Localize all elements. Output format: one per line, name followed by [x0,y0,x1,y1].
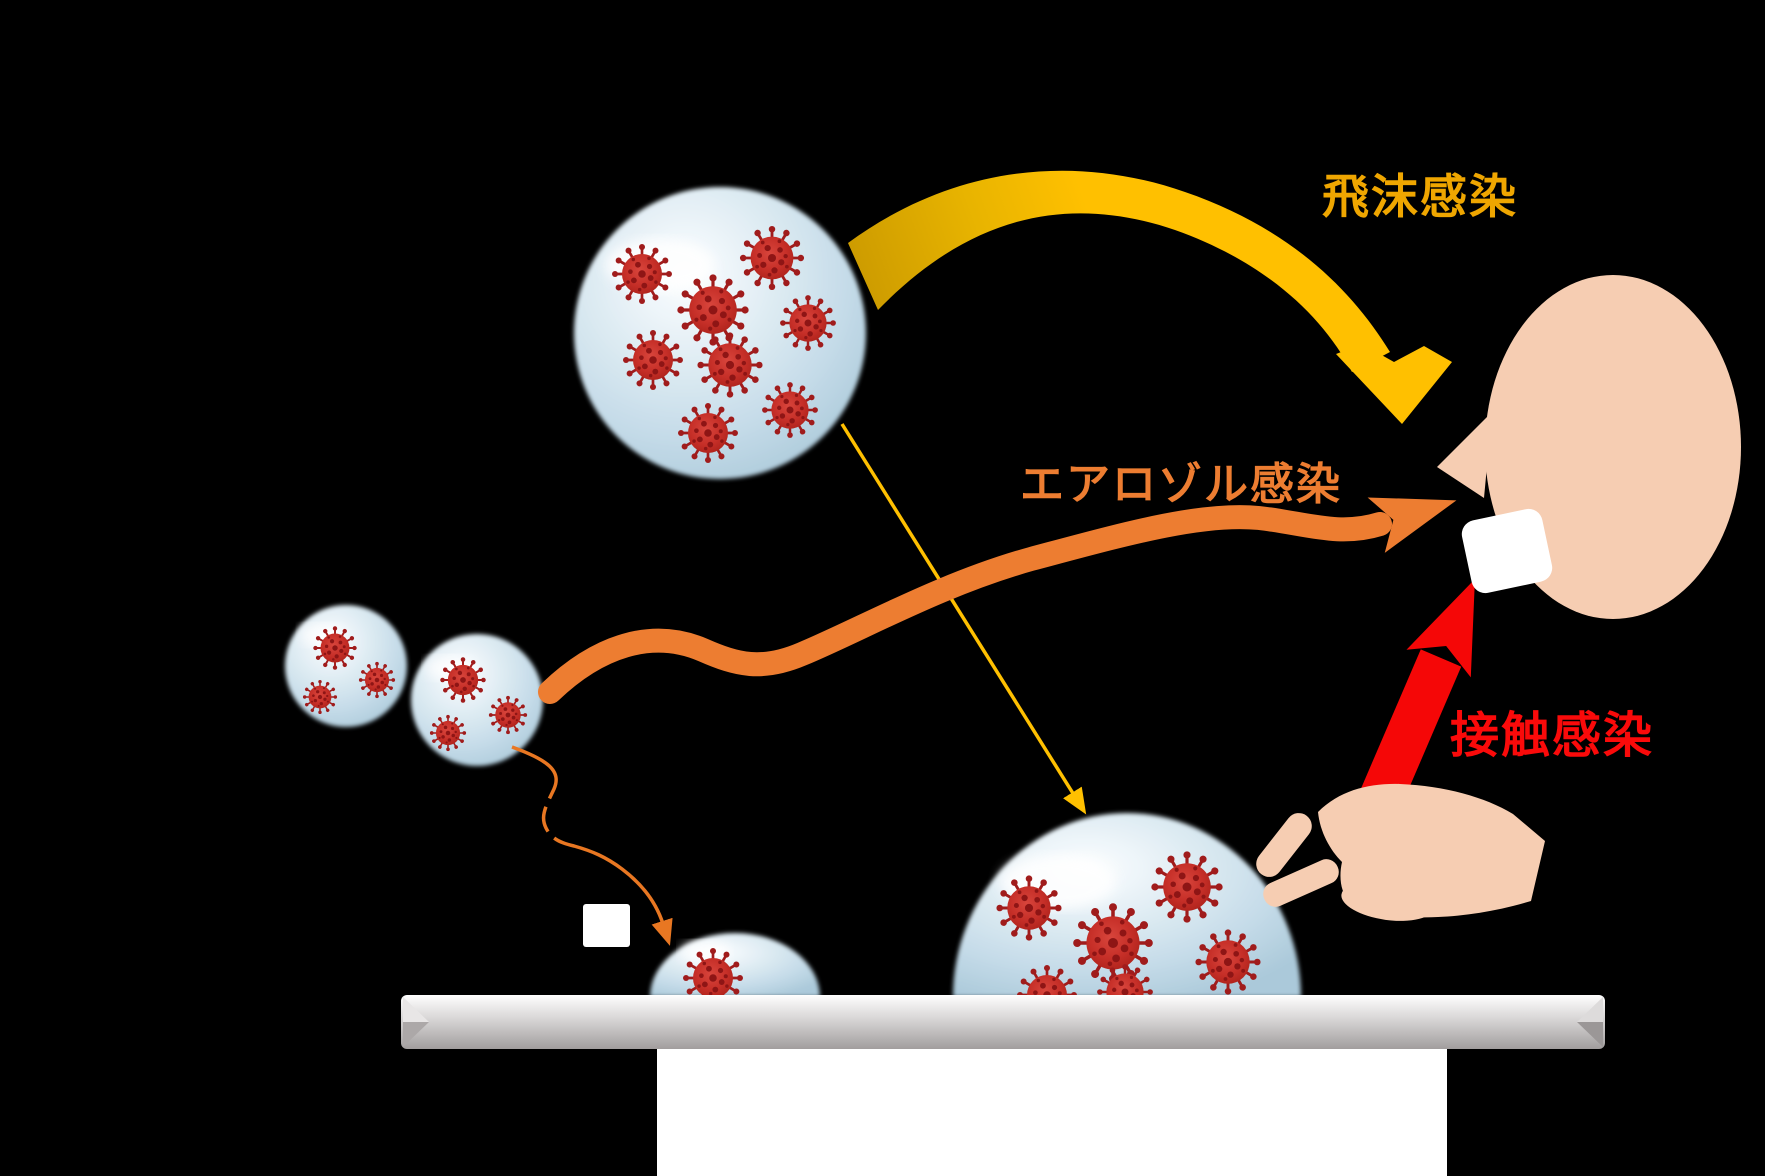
droplet-infection-arrow [848,170,1452,424]
table-bevel-left-dark [403,1022,429,1047]
table-leg [657,1049,1447,1176]
droplet-arrowhead [1336,344,1452,424]
mouth-icon [1461,508,1553,594]
label-aerosol-infection: エアロゾル感染 [1020,459,1342,510]
finger [1256,813,1312,877]
contact-infection-arrow [1359,578,1475,809]
white-square [583,904,630,947]
exhaled-droplet-right [411,634,543,766]
surface-droplet-small [650,933,820,997]
surface-droplet-large [953,813,1301,997]
falling-droplet-arrow [840,423,1087,815]
airborne-droplet-large [574,187,866,479]
aerosol-infection-arrow [538,497,1457,704]
table-top [401,995,1605,1049]
table-bevel-right [1577,997,1603,1022]
hand-icon [1256,783,1545,921]
palm-and-arm [1318,783,1545,918]
table-bevel-right-dark [1577,1022,1603,1047]
table-icon [401,995,1605,1176]
label-droplet-infection: 飛沫感染 [1322,170,1518,225]
table-bevel-left [403,997,429,1022]
head [1485,275,1741,619]
exhaled-droplet-left [285,605,407,727]
label-contact-infection: 接触感染 [1450,707,1655,764]
face-icon [1437,275,1741,619]
nose-icon [1437,412,1492,498]
finger [1263,859,1339,907]
settling-path-arrow [511,745,673,946]
